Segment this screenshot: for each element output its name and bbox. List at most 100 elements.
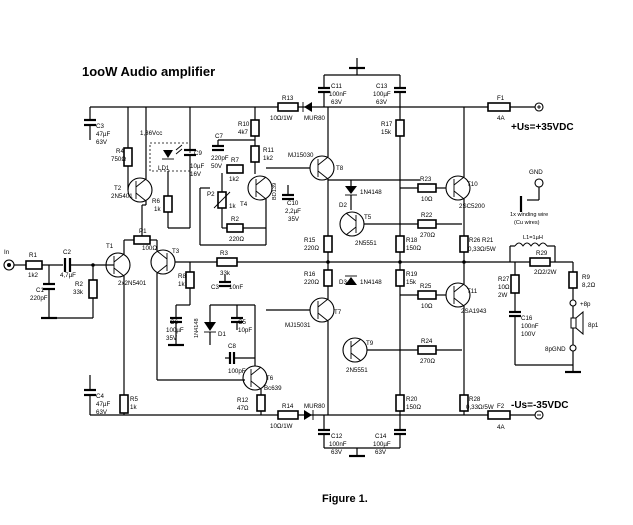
resistor-r12 xyxy=(256,394,266,412)
r21-label: R21 xyxy=(482,237,494,244)
speaker-icon xyxy=(570,310,584,336)
t2-label: T2 xyxy=(114,185,122,192)
c3-voltage: 63V xyxy=(96,139,108,146)
c16-value: 100nF xyxy=(521,323,539,330)
r23-value: 10Ω xyxy=(421,303,433,310)
r19-label: R19 xyxy=(406,271,418,278)
r17-label: R17 xyxy=(381,121,393,128)
t3-label: T3 xyxy=(172,248,180,255)
r15-value: 220Ω xyxy=(304,245,319,252)
speaker-plus-terminal xyxy=(569,299,577,307)
resistor-r13 xyxy=(277,102,299,112)
ld1-label: LD1 xyxy=(158,165,170,172)
r16-label: R16 xyxy=(304,271,316,278)
resistor-r3 xyxy=(216,257,238,267)
resistor-r7 xyxy=(226,164,244,174)
mur2-label: MUR80 xyxy=(304,403,326,410)
cx-value: 10nF xyxy=(229,284,243,291)
transistor-t1 xyxy=(105,252,131,278)
resistor-r24 xyxy=(417,345,437,355)
gnd-label: GND xyxy=(529,169,543,176)
d1-label: D1 xyxy=(218,331,226,338)
positive-rail-label: +Us=+35VDC xyxy=(511,122,574,133)
l1-label: L1=1µH xyxy=(523,235,543,241)
c6-label: C6 xyxy=(170,319,178,326)
resistor-r21a xyxy=(417,183,437,193)
t7-label: T7 xyxy=(334,309,342,316)
c3-label: C3 xyxy=(96,123,104,130)
r10-label: R10 xyxy=(238,121,250,128)
t4-label: T4 xyxy=(240,201,248,208)
r6-label: R6 xyxy=(152,198,160,205)
r27-value: 10Ω xyxy=(498,284,510,291)
diode-d2 xyxy=(345,186,357,196)
r1-value: 1k2 xyxy=(28,272,39,279)
transistor-t9 xyxy=(342,337,368,363)
resistor-r8 xyxy=(185,271,195,289)
r28-value: 0,33Ω/5W xyxy=(466,404,494,411)
t1-label: T1 xyxy=(106,243,114,250)
p1-label: P1 xyxy=(139,228,147,235)
r27-label: R27 xyxy=(498,276,510,283)
f2-value: 4A xyxy=(497,424,505,431)
t6-value: Bc639 xyxy=(264,385,282,392)
c10-voltage: 35V xyxy=(288,216,300,223)
c9-label: C9 xyxy=(194,150,202,157)
t5-value: 2N5551 xyxy=(355,240,377,247)
resistor-r18 xyxy=(395,235,405,253)
t11-label: T11 xyxy=(467,288,478,295)
ld1-value: 1,36Vcc xyxy=(140,130,162,137)
t6-label: T6 xyxy=(266,375,274,382)
f2-label: F2 xyxy=(497,403,505,410)
r3-value: 33k xyxy=(220,270,231,277)
c5-value: 10pF xyxy=(238,327,252,334)
r10-value: 4k7 xyxy=(238,129,249,136)
ground-top xyxy=(324,58,400,76)
r26-label: R26 xyxy=(469,237,481,244)
c7-label: C7 xyxy=(215,133,223,140)
r6-value: 1k xyxy=(154,206,161,213)
r5-value: 1k xyxy=(130,404,137,411)
diode-mur1 xyxy=(302,102,312,112)
r21a-label: R23 xyxy=(420,176,432,183)
c10-value: 2,2µF xyxy=(285,208,301,215)
resistor-rx xyxy=(226,223,244,233)
resistor-r16 xyxy=(323,269,333,287)
c16-voltage: 100V xyxy=(521,331,536,338)
transistor-t7 xyxy=(309,297,335,323)
fuse-f1 xyxy=(487,102,511,112)
t5-label: T5 xyxy=(364,214,372,221)
p2-label: P2 xyxy=(207,191,215,198)
r20-label: R20 xyxy=(406,396,418,403)
resistor-r10 xyxy=(250,119,260,137)
d2-value: 1N4148 xyxy=(360,189,382,196)
c7-voltage: 50V xyxy=(211,163,223,170)
speaker-plus-label: +8p xyxy=(580,301,591,308)
c11-value: 100nF xyxy=(329,91,347,98)
c2-value: 4,7µF xyxy=(60,272,76,279)
t10-value: 2SC5200 xyxy=(459,203,485,210)
transistor-t10 xyxy=(445,175,471,201)
c13-value: 100µF xyxy=(373,91,391,98)
c1-label: C1 xyxy=(36,287,44,294)
resistor-r19 xyxy=(395,269,405,287)
r4-value: 750Ω xyxy=(111,156,126,163)
r5-label: R5 xyxy=(130,396,138,403)
gnd-terminal xyxy=(519,178,544,212)
p1-value: 100Ω xyxy=(142,245,157,252)
ground-bottom xyxy=(324,447,400,458)
p2-value: 1k xyxy=(229,203,236,210)
r2-label: R2 xyxy=(75,281,83,288)
resistor-r9 xyxy=(568,271,578,289)
l1-note: 1x winding wire xyxy=(510,212,548,218)
resistor-r1 xyxy=(25,260,43,270)
d2-label: D2 xyxy=(339,202,347,209)
c12-value: 100nF xyxy=(329,441,347,448)
ld1-box xyxy=(149,142,191,172)
r24-value: 270Ω xyxy=(420,358,435,365)
cx-label: C3 xyxy=(211,284,219,291)
negative-rail xyxy=(90,410,544,420)
diode-d3 xyxy=(345,275,357,285)
mur1-label: MUR80 xyxy=(304,115,326,122)
